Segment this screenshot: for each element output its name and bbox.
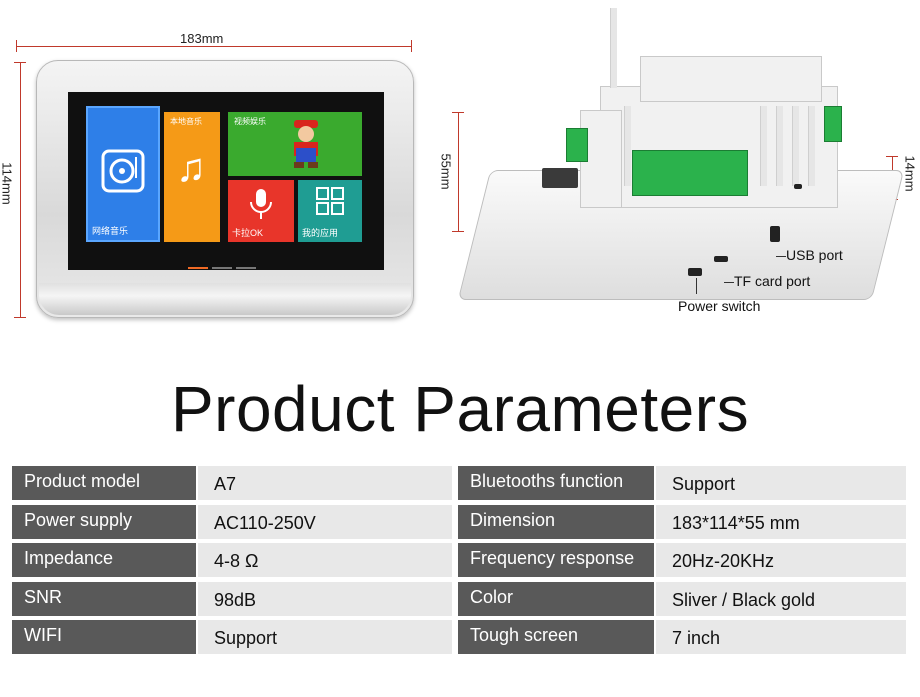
param-label: SNR bbox=[12, 582, 196, 616]
param-label: Impedance bbox=[12, 543, 196, 577]
param-label: WIFI bbox=[12, 620, 196, 654]
tile-network-music: 网络音乐 bbox=[86, 106, 160, 242]
tile-video: 视频娱乐 bbox=[228, 112, 362, 176]
param-value: 20Hz-20KHz bbox=[656, 543, 906, 577]
usb-port-label: USB port bbox=[786, 247, 843, 263]
param-label: Tough screen bbox=[458, 620, 654, 654]
power-switch-label: Power switch bbox=[678, 298, 761, 314]
param-label: Dimension bbox=[458, 505, 654, 539]
param-label: Power supply bbox=[12, 505, 196, 539]
param-value: 4-8 Ω bbox=[198, 543, 452, 577]
front-bezel bbox=[39, 283, 411, 315]
page-title: Product Parameters bbox=[170, 373, 750, 445]
height-label: 114mm bbox=[0, 162, 15, 205]
depth-label: 55mm bbox=[438, 153, 454, 190]
tile-my-apps: 我的应用 bbox=[298, 180, 362, 242]
param-value: Support bbox=[198, 620, 452, 654]
tile-label: 卡拉OK bbox=[232, 228, 264, 238]
mario-character-icon bbox=[294, 120, 318, 168]
tf-card-port bbox=[714, 256, 728, 262]
param-label: Product model bbox=[12, 466, 196, 500]
tile-label: 我的应用 bbox=[302, 228, 339, 238]
param-value: A7 bbox=[198, 466, 452, 500]
indicator-port bbox=[794, 184, 802, 189]
page-indicator bbox=[188, 256, 260, 274]
tile-karaoke: 卡拉OK bbox=[228, 180, 294, 242]
param-value: 98dB bbox=[198, 582, 452, 616]
param-value: Support bbox=[656, 466, 906, 500]
thickness-label: 14mm bbox=[902, 155, 918, 192]
device-screen: 网络音乐 本地音乐 ♫ 视频娱乐 卡拉OK 我的应用 bbox=[68, 92, 384, 270]
app-grid-icon bbox=[316, 187, 344, 215]
tile-label: 网络音乐 bbox=[92, 226, 129, 236]
tile-label: 视频娱乐 bbox=[234, 117, 266, 126]
power-switch bbox=[688, 268, 702, 276]
tile-local-music: 本地音乐 ♫ bbox=[164, 112, 220, 242]
turntable-icon bbox=[101, 149, 145, 193]
usb-port bbox=[770, 226, 780, 242]
param-value: Sliver / Black gold bbox=[656, 582, 906, 616]
param-value: 7 inch bbox=[656, 620, 906, 654]
param-value: AC110-250V bbox=[198, 505, 452, 539]
music-note-icon: ♫ bbox=[176, 146, 206, 190]
param-label: Color bbox=[458, 582, 654, 616]
param-value: 183*114*55 mm bbox=[656, 505, 906, 539]
param-label: Frequency response bbox=[458, 543, 654, 577]
ethernet-port bbox=[542, 168, 578, 188]
param-label: Bluetooths function bbox=[458, 466, 654, 500]
terminal-block bbox=[566, 128, 588, 162]
width-label: 183mm bbox=[180, 31, 224, 46]
tf-card-port-label: TF card port bbox=[734, 273, 811, 289]
terminal-block bbox=[824, 106, 842, 142]
microphone-icon bbox=[250, 189, 272, 219]
terminal-block bbox=[632, 150, 748, 196]
tile-label: 本地音乐 bbox=[170, 117, 202, 126]
